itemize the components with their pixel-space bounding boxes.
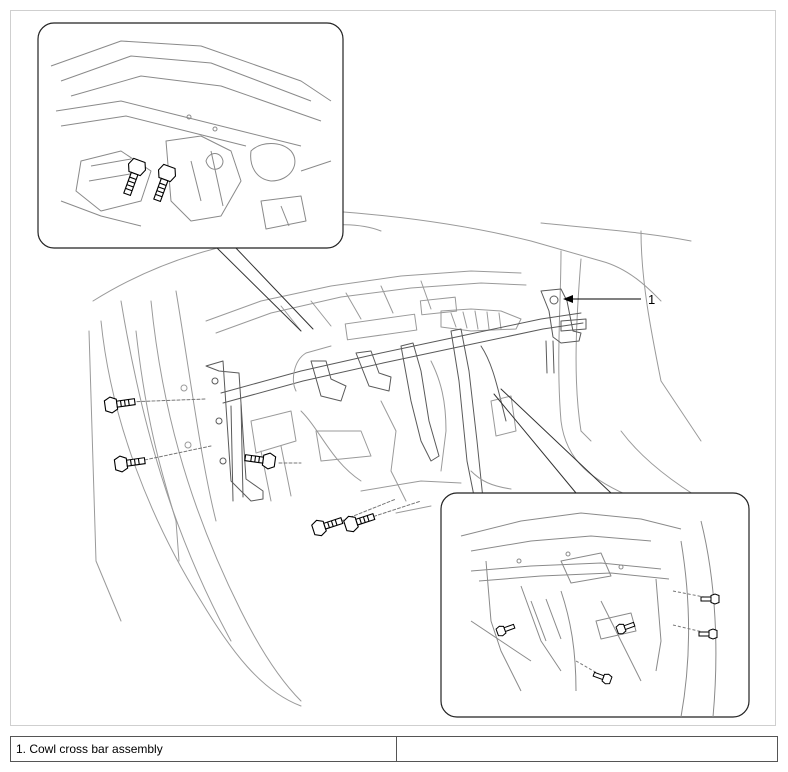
- dash-components: [250, 345, 517, 514]
- legend-cell-item: 1. Cowl cross bar assembly: [10, 736, 397, 762]
- legend-table: 1. Cowl cross bar assembly: [10, 736, 778, 762]
- callout-1: 1: [563, 292, 655, 307]
- bolts-inset-top: [123, 157, 177, 203]
- bolts-inset-bottom: [495, 593, 720, 685]
- bolts-main: [103, 396, 376, 537]
- legend-cell-empty: [396, 736, 778, 762]
- cowl-cross-bar: [205, 288, 587, 502]
- legend-row: 1. Cowl cross bar assembly: [10, 736, 778, 762]
- callout-number: 1: [648, 292, 655, 307]
- detail-inset-bottom: [440, 492, 750, 718]
- leader-lines-bottom: [493, 388, 612, 494]
- diagram-figure: 1: [10, 10, 776, 726]
- cowl-panel: [205, 270, 527, 341]
- detail-inset-top: [37, 22, 344, 249]
- leader-lines-top: [214, 245, 314, 332]
- installation-illustration: 1: [37, 22, 750, 718]
